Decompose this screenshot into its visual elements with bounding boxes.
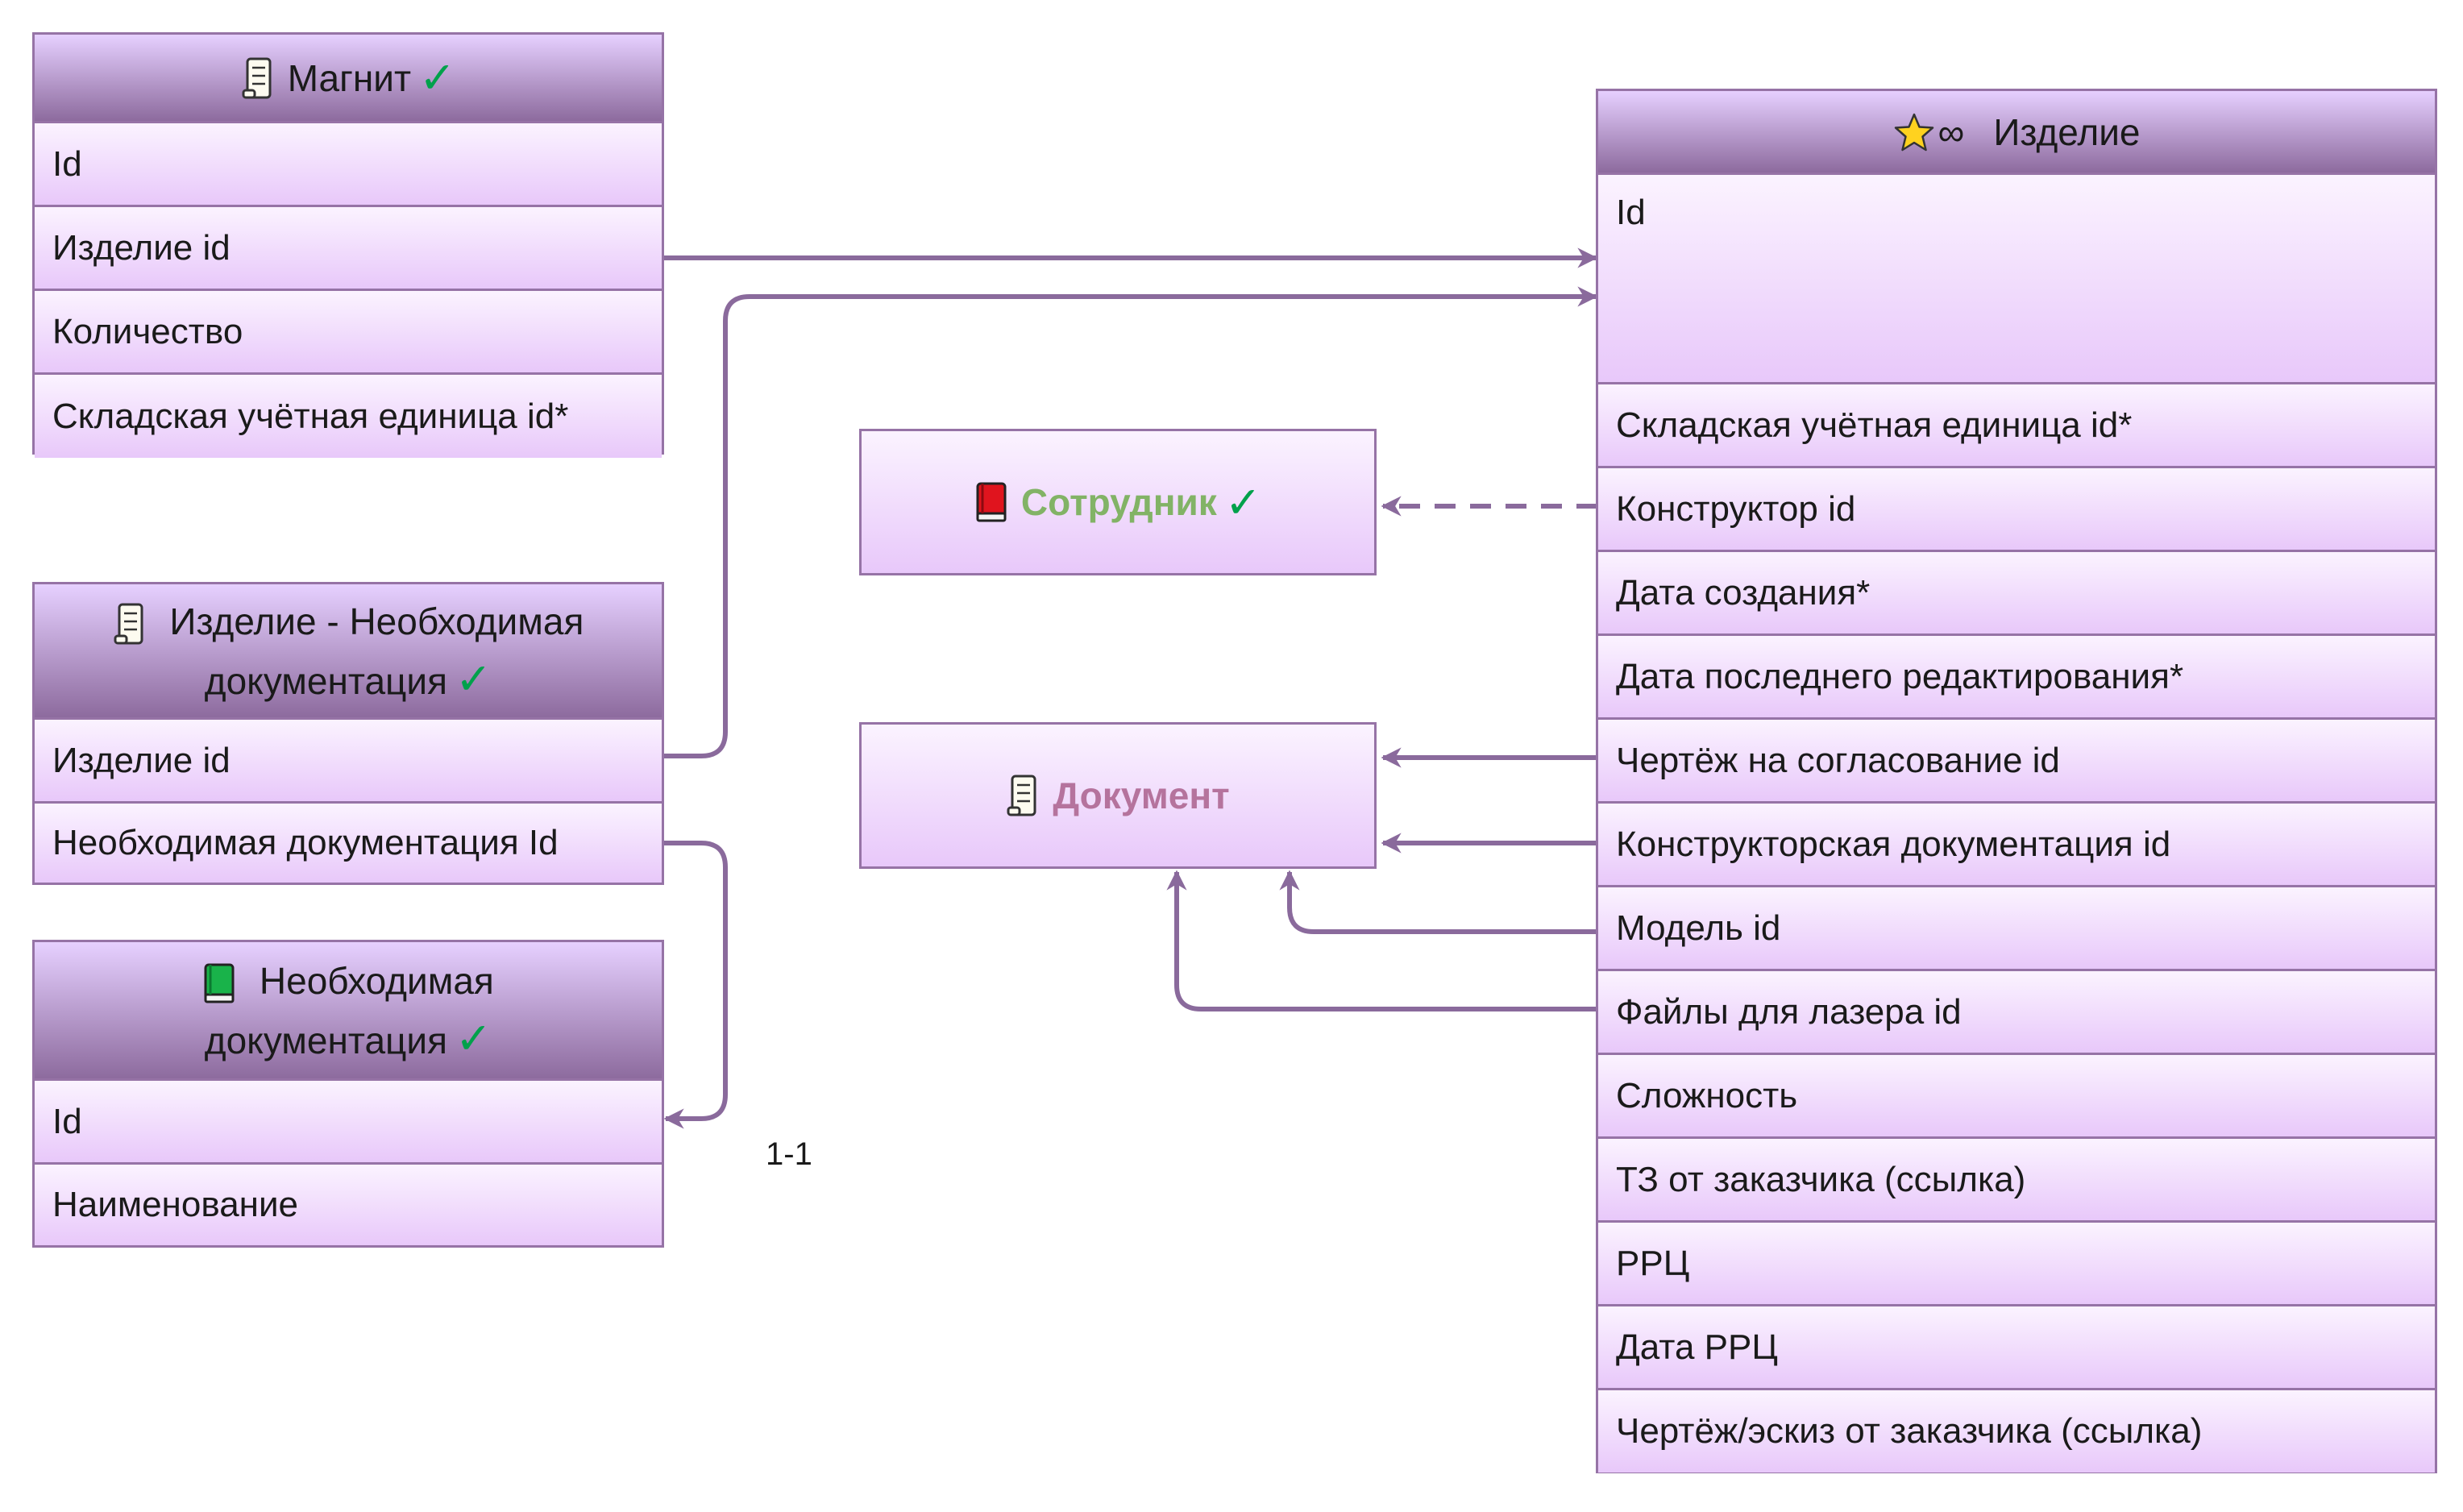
entity-sotrudnik[interactable]: Сотрудник ✓ (859, 429, 1377, 575)
field-label: Чертёж на согласование id (1616, 740, 2060, 780)
entity-title-line1: Необходимая (259, 959, 494, 1002)
infinity-icon: ∞ (1938, 110, 1965, 153)
entity-dokument-title: Документ (1053, 775, 1230, 816)
field-label: ТЗ от заказчика (ссылка) (1616, 1159, 2026, 1199)
field-row[interactable]: Необходимая документация Id (35, 804, 662, 883)
field-label: Наименование (52, 1185, 299, 1224)
field-row[interactable]: Конструктор id (1598, 468, 2435, 552)
field-row[interactable]: РРЦ (1598, 1223, 2435, 1306)
field-row[interactable]: Дата создания* (1598, 552, 2435, 636)
check-icon: ✓ (1224, 478, 1262, 527)
field-label: Складская учётная единица id* (52, 396, 569, 436)
field-label: Модель id (1616, 908, 1781, 948)
field-label: Id (1616, 193, 1646, 232)
field-row[interactable]: Чертёж на согласование id (1598, 720, 2435, 804)
link-model-dokument (1279, 870, 1597, 934)
field-label: Дата последнего редактирования* (1616, 656, 2184, 696)
entity-title-line1: Изделие - Необходимая (169, 600, 584, 642)
field-row[interactable]: Дата последнего редактирования* (1598, 636, 2435, 720)
field-label: Конструкторская документация id (1616, 824, 2171, 864)
scroll-icon (1006, 774, 1041, 817)
entity-izdelie-neobh-doc[interactable]: Изделие - Необходимая документация✓ Изде… (32, 582, 664, 885)
field-row[interactable]: ТЗ от заказчика (ссылка) (1598, 1139, 2435, 1223)
entity-magnit-header: Магнит ✓ (35, 35, 662, 123)
red-book-icon (974, 481, 1010, 523)
field-row[interactable]: Чертёж/эскиз от заказчика (ссылка) (1598, 1390, 2435, 1473)
check-icon: ✓ (455, 654, 492, 704)
entity-magnit[interactable]: Магнит ✓ Id Изделие id Количество Складс… (32, 32, 664, 458)
field-row[interactable]: Id (1598, 175, 2435, 384)
field-row[interactable]: Количество (35, 291, 662, 375)
scroll-icon (113, 602, 148, 646)
field-row[interactable]: Сложность (1598, 1055, 2435, 1139)
check-icon: ✓ (455, 1014, 492, 1063)
field-row[interactable]: Изделие id (35, 720, 662, 804)
field-row[interactable]: Конструкторская документация id (1598, 804, 2435, 887)
entity-izdelie-neobh-doc-header: Изделие - Необходимая документация✓ (35, 584, 662, 720)
relation-label: 1-1 (766, 1136, 812, 1172)
field-label: Id (52, 143, 82, 184)
entity-sotrudnik-title: Сотрудник (1020, 481, 1217, 523)
field-row[interactable]: Модель id (1598, 887, 2435, 971)
field-label: Дата создания* (1616, 572, 1871, 613)
star-icon (1893, 112, 1935, 152)
field-row[interactable]: Складская учётная единица id* (1598, 384, 2435, 468)
field-row[interactable]: Id (35, 1081, 662, 1165)
entity-izdelie-header: ∞ Изделие (1598, 91, 2435, 175)
field-label: Id (52, 1101, 82, 1141)
link-izdelie-doc-izdelie (661, 286, 1598, 758)
scroll-icon (241, 56, 276, 100)
field-label: РРЦ (1616, 1243, 1690, 1283)
check-icon: ✓ (419, 53, 456, 102)
field-row[interactable]: Дата РРЦ (1598, 1306, 2435, 1390)
field-label: Сложность (1616, 1075, 1798, 1115)
field-label: Файлы для лазера id (1616, 991, 1962, 1032)
entity-title-line2: документация (204, 659, 447, 702)
field-label: Чертёж/эскиз от заказчика (ссылка) (1616, 1411, 2203, 1451)
field-label: Изделие id (52, 227, 231, 268)
entity-dokument[interactable]: Документ (859, 722, 1377, 869)
field-label: Дата РРЦ (1616, 1327, 1778, 1367)
field-label: Изделие id (52, 740, 231, 780)
entity-neobh-doc-header: Необходимая документация✓ (35, 942, 662, 1081)
field-row[interactable]: Складская учётная единица id* (35, 375, 662, 458)
entity-magnit-title: Магнит (287, 56, 412, 99)
field-label: Складская учётная единица id* (1616, 405, 2133, 445)
field-label: Количество (52, 311, 243, 351)
entity-neobh-doc[interactable]: Необходимая документация✓ Id Наименовани… (32, 940, 664, 1248)
link-laser-dokument (1166, 870, 1597, 1011)
field-row[interactable]: Файлы для лазера id (1598, 971, 2435, 1055)
green-book-icon (202, 962, 238, 1004)
field-row[interactable]: Изделие id (35, 207, 662, 291)
field-row[interactable]: Наименование (35, 1165, 662, 1245)
entity-title-line2: документация (204, 1019, 447, 1061)
entity-izdelie[interactable]: ∞ Изделие Id Складская учётная единица i… (1596, 89, 2437, 1473)
field-label: Необходимая документация Id (52, 823, 559, 862)
entity-izdelie-title: Изделие (1993, 110, 2141, 153)
field-label: Конструктор id (1616, 488, 1856, 529)
field-row[interactable]: Id (35, 123, 662, 207)
link-izdelie-doc-neobh (661, 841, 728, 1129)
